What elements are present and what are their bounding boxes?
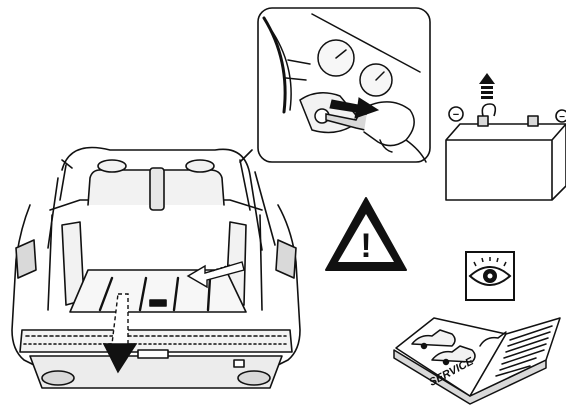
arrow-disconnect-up [479, 73, 495, 99]
ignition-key-panel [258, 8, 430, 162]
terminal-label-right: − [559, 112, 565, 123]
battery-icon [446, 124, 566, 200]
warning-triangle-icon: ! [326, 198, 406, 270]
battery-panel: − − [446, 73, 566, 200]
vehicle-rear-cargo-drawing [12, 148, 300, 389]
inspect-eye-panel [466, 252, 514, 300]
service-manual-book-icon [394, 318, 560, 404]
terminal-label-left: − [453, 109, 459, 121]
warning-symbol: ! [360, 227, 371, 265]
rear-bumper [20, 330, 292, 352]
